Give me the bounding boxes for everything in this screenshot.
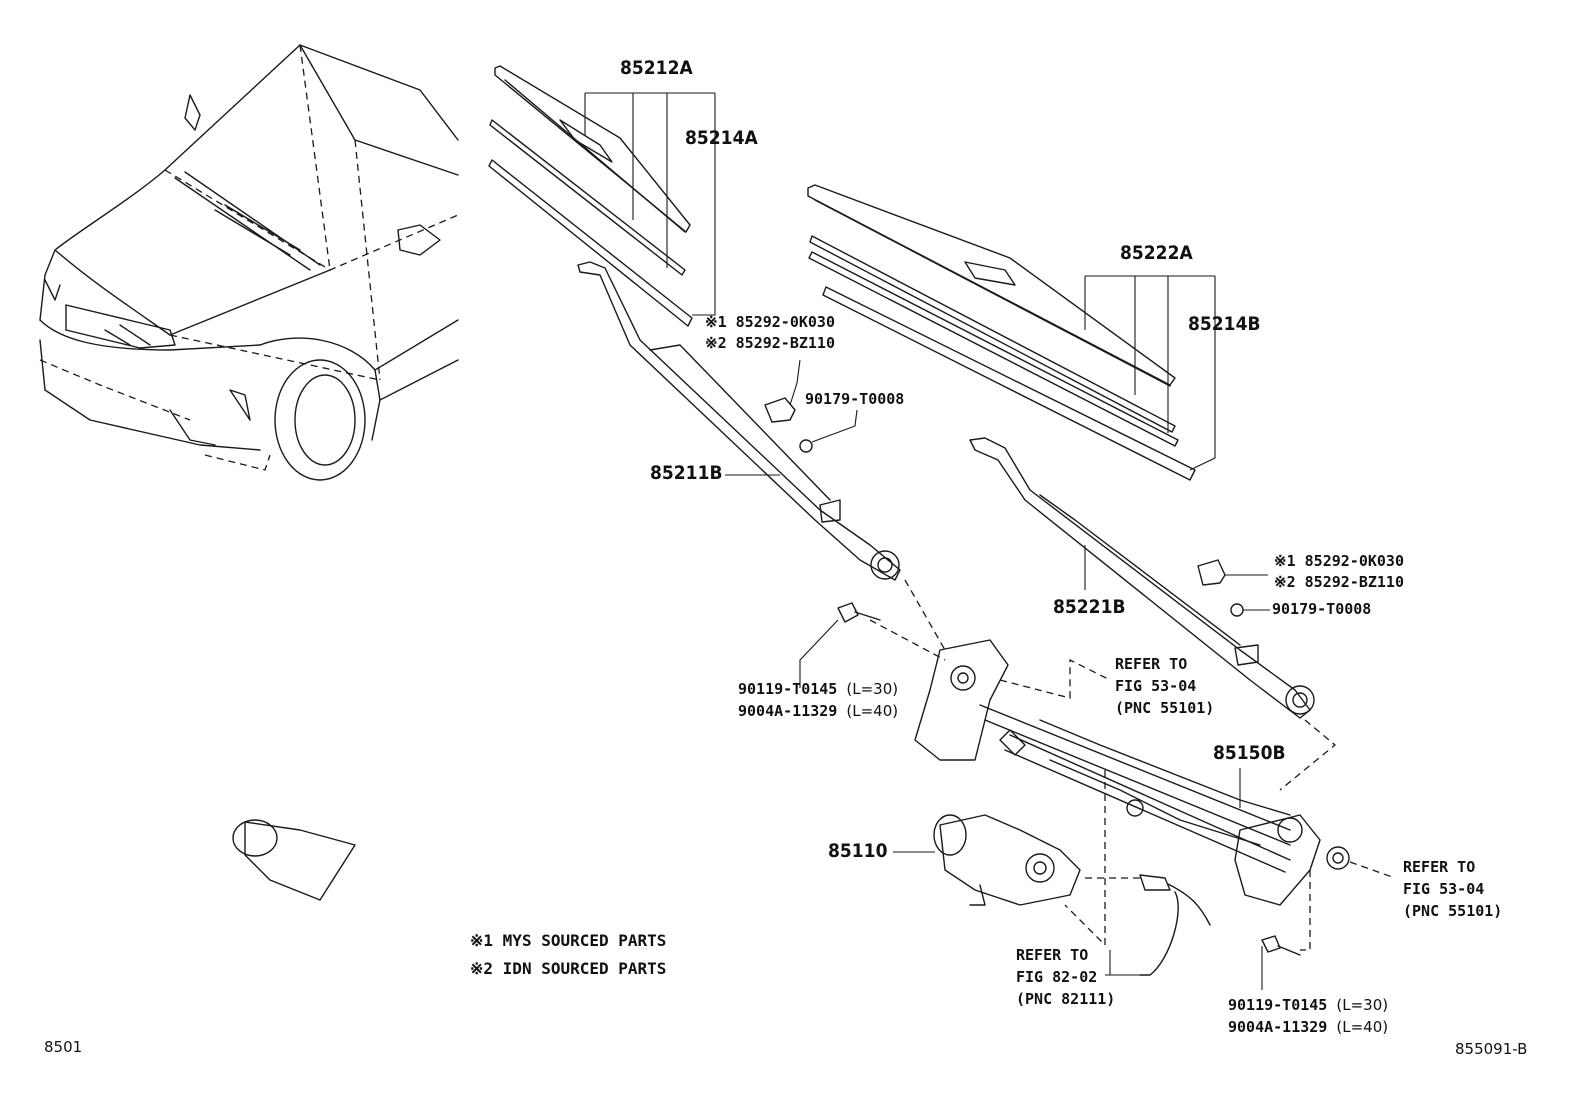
cap-right-idn-part: ※2 85292-BZ110 [1274,573,1404,591]
callout-leaders-85212A [584,92,716,316]
callout-85110: 85110 [828,840,888,862]
nut-left-part: 90179-T0008 [805,390,905,408]
cap-left-idn-part: ※2 85292-BZ110 [705,334,835,352]
wiper-linkage [914,639,1350,906]
callout-leaders-85222A [1084,275,1216,471]
cap-right-mys-part: ※1 85292-0K030 [1274,552,1404,570]
refer-lower-line-3: (PNC 82111) [1016,990,1116,1008]
note-idn-sourced: ※2 IDN SOURCED PARTS [470,959,667,978]
nut-left [799,409,858,453]
callout-85214A: 85214A [685,127,758,149]
bolt-upper-part-2: 9004A-11329 (L=40) [738,702,899,720]
refer-lower-line-1: REFER TO [1016,946,1089,964]
cap-left-mys-part: ※1 85292-0K030 [705,313,835,331]
cap-left [764,359,801,423]
wiper-arm-left [577,261,901,581]
wiper-motor [232,814,1211,976]
refer-upper-line-2: FIG 53-04 [1115,677,1197,695]
refer-lower-line-2: FIG 82-02 [1016,968,1098,986]
bolt-upper-part-1: 90119-T0145 (L=30) [738,680,899,698]
nut-right [1230,603,1270,617]
callout-85214B: 85214B [1188,313,1261,335]
refer-right-line-1: REFER TO [1403,858,1476,876]
figure-code-right: 855091-B [1455,1040,1528,1058]
bolt-lower [1261,935,1301,990]
figure-code-left: 8501 [44,1038,83,1056]
callout-85150B: 85150B [1213,742,1286,764]
reference-dashed-lines [869,579,1396,976]
refer-right-line-2: FIG 53-04 [1403,880,1485,898]
vehicle-overview-illustration [39,44,459,481]
callout-85211B: 85211B [650,462,723,484]
refer-upper-line-3: (PNC 55101) [1115,699,1215,717]
refer-upper-line-1: REFER TO [1115,655,1188,673]
refer-right-line-3: (PNC 55101) [1403,902,1503,920]
wiper-arm-right [969,437,1315,719]
callout-85212A: 85212A [620,57,693,79]
callout-85222A: 85222A [1120,242,1193,264]
wiper-blade-left [488,65,693,327]
cap-right [1197,559,1268,586]
callout-85221B: 85221B [1053,596,1126,618]
bolt-lower-part-2: 9004A-11329 (L=40) [1228,1018,1389,1036]
bolt-upper [799,602,881,688]
nut-right-part: 90179-T0008 [1272,600,1372,618]
wiper-blade-right [807,184,1196,481]
bolt-lower-part-1: 90119-T0145 (L=30) [1228,996,1389,1014]
note-mys-sourced: ※1 MYS SOURCED PARTS [470,931,667,950]
